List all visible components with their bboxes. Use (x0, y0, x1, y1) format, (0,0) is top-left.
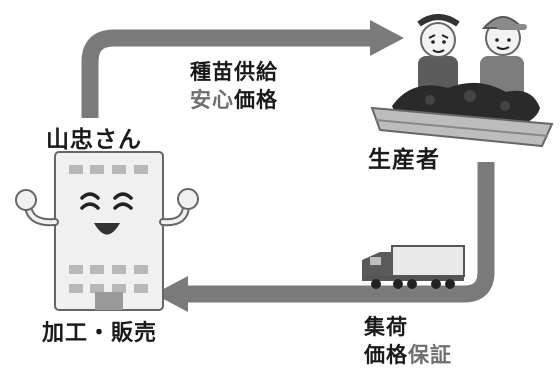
right-fist (177, 188, 199, 210)
top-arrowhead (370, 20, 404, 56)
bottom-flow-arrow (182, 162, 495, 303)
truck-illustration (362, 245, 465, 289)
producer-label: 生産者 (368, 147, 440, 173)
bottom-flow-label: 集荷 価格保証 (364, 313, 452, 369)
guarantee-highlight-text: 保証 (408, 343, 452, 367)
bottom-arrowhead (154, 276, 188, 312)
price-text: 価格 (364, 343, 408, 367)
top-flow-label: 種苗供給 安心価格 (190, 58, 278, 114)
collection-text: 集荷 (364, 315, 408, 339)
seedling-supply-text: 種苗供給 (190, 60, 278, 84)
guarantee-line: 価格保証 (364, 341, 452, 369)
company-role-label: 加工・販売 (42, 321, 158, 346)
left-fist (15, 189, 37, 211)
safe-highlight-text: 安心 (190, 88, 234, 112)
company-name-label: 山忠さん (46, 127, 142, 153)
price-line: 安心価格 (190, 86, 278, 114)
building-character (15, 151, 199, 311)
farmers-illustration (370, 14, 554, 148)
top-flow-arrow (81, 29, 375, 118)
price-text: 価格 (234, 88, 278, 112)
